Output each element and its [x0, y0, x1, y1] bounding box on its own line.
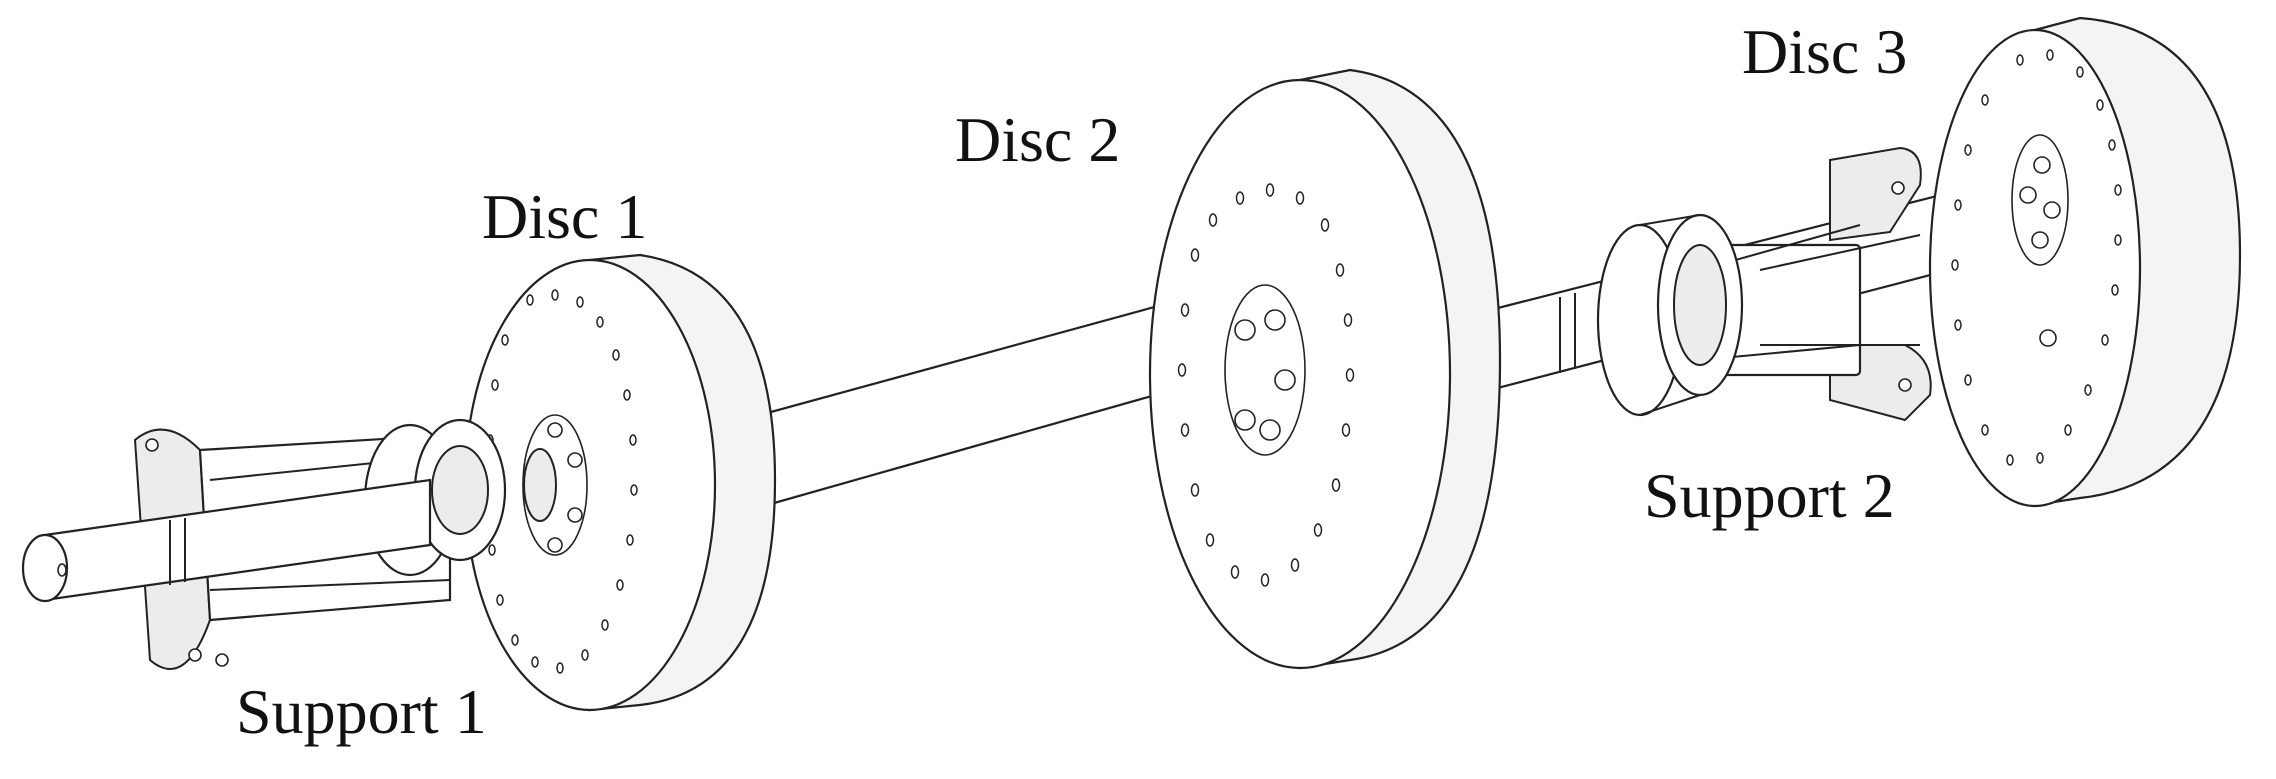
support-2-label: Support 2: [1644, 460, 1895, 531]
disc-3-bolt-circle: [1951, 49, 2122, 466]
disc-2-label: Disc 2: [955, 104, 1121, 175]
shaft-stub-left: [21, 478, 432, 603]
disc-2-bolt-circle: [1177, 183, 1355, 587]
support-2: [1596, 146, 1932, 422]
main-shaft: [758, 298, 1182, 509]
support-1-label: Support 1: [236, 676, 487, 747]
disc-1-label: Disc 1: [482, 181, 648, 252]
disc-3-label: Disc 3: [1742, 16, 1908, 87]
disc-3: [1928, 16, 2242, 508]
disc-1: [463, 253, 777, 712]
disc-2: [1148, 68, 1502, 670]
